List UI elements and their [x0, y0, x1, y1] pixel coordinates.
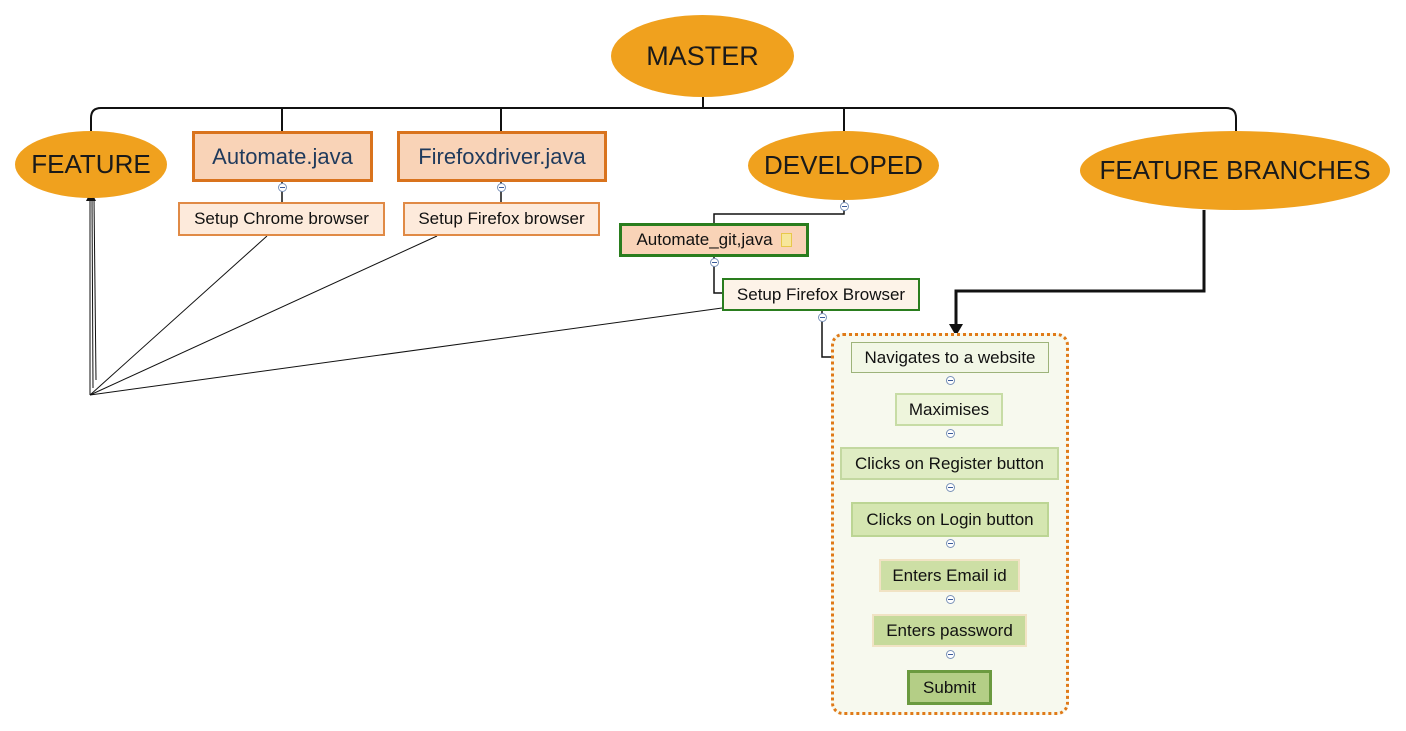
step-email[interactable]: Enters Email id	[879, 559, 1020, 592]
developed-label: DEVELOPED	[764, 150, 923, 180]
feature-node[interactable]: FEATURE	[15, 131, 167, 198]
feature-branches-label: FEATURE BRANCHES	[1099, 155, 1371, 185]
automate-git-java-label: Automate_git,java	[636, 230, 773, 249]
step-label: Navigates to a website	[864, 347, 1036, 367]
step-label: Clicks on Login button	[866, 509, 1034, 529]
feature-label: FEATURE	[31, 149, 151, 179]
collapse-toggle-icon[interactable]	[946, 595, 955, 604]
step-password[interactable]: Enters password	[872, 614, 1027, 647]
submit-label: Submit	[923, 677, 976, 697]
step-label: Clicks on Register button	[855, 453, 1044, 473]
collapse-toggle-icon[interactable]	[946, 483, 955, 492]
automate-git-java-node[interactable]: Automate_git,java	[619, 223, 809, 257]
step-maximises[interactable]: Maximises	[895, 393, 1003, 426]
collapse-toggle-icon[interactable]	[946, 429, 955, 438]
automate-java-label: Automate.java	[212, 143, 353, 169]
master-node[interactable]: MASTER	[611, 15, 794, 97]
setup-firefox-browser-node[interactable]: Setup Firefox Browser	[722, 278, 920, 311]
setup-firefox-browser-label: Setup Firefox Browser	[736, 284, 906, 304]
step-label: Enters password	[886, 620, 1013, 640]
collapse-toggle-icon[interactable]	[710, 258, 719, 267]
firefoxdriver-java-node[interactable]: Firefoxdriver.java	[397, 131, 607, 182]
master-label: MASTER	[646, 40, 759, 71]
collapse-toggle-icon[interactable]	[946, 539, 955, 548]
collapse-toggle-icon[interactable]	[946, 650, 955, 659]
step-login[interactable]: Clicks on Login button	[851, 502, 1049, 537]
collapse-toggle-icon[interactable]	[818, 313, 827, 322]
submit-button[interactable]: Submit	[907, 670, 992, 705]
developed-node[interactable]: DEVELOPED	[748, 131, 939, 200]
setup-firefox-label: Setup Firefox browser	[418, 209, 585, 228]
setup-firefox-node[interactable]: Setup Firefox browser	[403, 202, 600, 236]
step-navigates[interactable]: Navigates to a website	[851, 342, 1049, 373]
automate-java-node[interactable]: Automate.java	[192, 131, 373, 182]
step-label: Enters Email id	[892, 565, 1007, 585]
collapse-toggle-icon[interactable]	[840, 202, 849, 211]
setup-chrome-label: Setup Chrome browser	[194, 209, 369, 228]
collapse-toggle-icon[interactable]	[497, 183, 506, 192]
collapse-toggle-icon[interactable]	[278, 183, 287, 192]
step-register[interactable]: Clicks on Register button	[840, 447, 1059, 480]
feature-branches-node[interactable]: FEATURE BRANCHES	[1080, 131, 1390, 210]
note-icon	[780, 233, 792, 247]
step-label: Maximises	[908, 399, 990, 419]
collapse-toggle-icon[interactable]	[946, 376, 955, 385]
firefoxdriver-java-label: Firefoxdriver.java	[418, 143, 586, 169]
setup-chrome-node[interactable]: Setup Chrome browser	[178, 202, 385, 236]
